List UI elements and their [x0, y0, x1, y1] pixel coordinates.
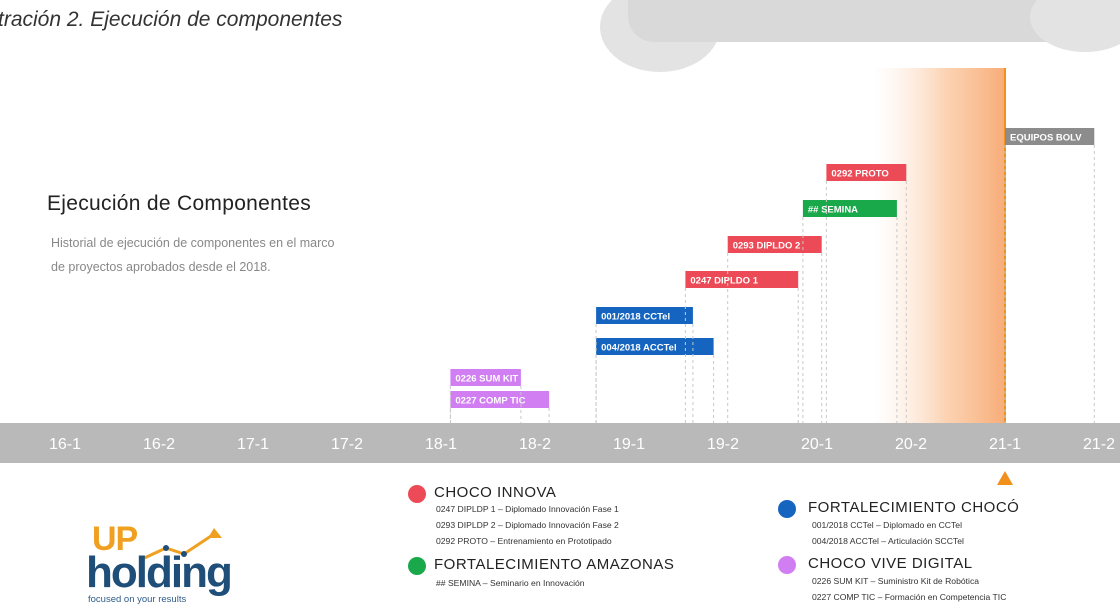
component-bar: [826, 164, 907, 181]
period-label: 20-1: [801, 436, 833, 453]
component-bar: [450, 391, 550, 408]
period-label: 21-2: [1083, 436, 1115, 453]
legend-item: 0293 DIPLDP 2 – Diplomado Innovación Fas…: [436, 520, 619, 530]
component-label: 0293 DIPLDO 2: [733, 241, 801, 252]
legend-dot: [778, 556, 796, 574]
legend-title: FORTALECIMIENTO CHOCÓ: [808, 499, 1020, 516]
company-logo: UP holding focused on your results: [86, 520, 256, 610]
logo-holding-text: holding: [86, 548, 233, 597]
legend-title: CHOCO VIVE DIGITAL: [808, 555, 973, 572]
period-label: 16-2: [143, 436, 175, 453]
period-label: 17-2: [331, 436, 363, 453]
legend-item: 004/2018 ACCTel – Articulación SCCTel: [812, 536, 964, 546]
component-label: ## SEMINA: [808, 205, 858, 216]
current-period-marker: [997, 471, 1013, 485]
period-label: 16-1: [49, 436, 81, 453]
top-decoration-bar: [628, 0, 1088, 42]
legend-item: 001/2018 CCTel – Diplomado en CCTel: [812, 520, 962, 530]
legend-item: 0292 PROTO – Entrenamiento en Prototipad…: [436, 536, 612, 546]
component-label: 001/2018 CCTel: [601, 312, 670, 323]
legend-title: CHOCO INNOVA: [434, 484, 557, 501]
component-bar: [727, 236, 822, 253]
component-label: EQUIPOS BOLV: [1010, 133, 1082, 144]
period-label: 17-1: [237, 436, 269, 453]
component-bar: [596, 338, 714, 355]
period-label: 21-1: [989, 436, 1021, 453]
component-label: 004/2018 ACCTel: [601, 343, 677, 354]
legend-dot: [778, 500, 796, 518]
logo-graph-icon: [139, 528, 222, 562]
legend-dot: [408, 485, 426, 503]
component-bar: [1005, 128, 1095, 145]
legend-title: FORTALECIMIENTO AMAZONAS: [434, 556, 675, 573]
chart-title: Ejecución de Componentes: [47, 192, 312, 215]
logo-up-text: UP: [92, 520, 138, 558]
figure-caption: tración 2. Ejecución de componentes: [0, 8, 343, 31]
component-label: 0226 SUM KIT: [455, 374, 518, 385]
period-label: 19-2: [707, 436, 739, 453]
component-label: 0227 COMP TIC: [455, 396, 525, 407]
period-label: 18-1: [425, 436, 457, 453]
legend-item: 0226 SUM KIT – Suministro Kit de Robótic…: [812, 576, 980, 586]
legend-item: 0227 COMP TIC – Formación en Competencia…: [812, 592, 1007, 602]
legend-item: ## SEMINA – Seminario en Innovación: [436, 578, 585, 588]
component-label: 0292 PROTO: [831, 169, 888, 180]
component-label: 0247 DIPLDO 1: [690, 276, 758, 287]
component-bar: [685, 271, 799, 288]
period-label: 18-2: [519, 436, 551, 453]
component-bar: [450, 369, 521, 386]
highlight-region: [873, 68, 1005, 423]
legend-dot: [408, 557, 426, 575]
period-label: 20-2: [895, 436, 927, 453]
logo-tagline: focused on your results: [88, 594, 187, 605]
legend-item: 0247 DIPLDP 1 – Diplomado Innovación Fas…: [436, 504, 619, 514]
chart-description: Historial de ejecución de componentes en…: [51, 236, 335, 274]
timeline-axis: [0, 423, 1120, 463]
period-label: 19-1: [613, 436, 645, 453]
component-bar: [596, 307, 693, 324]
